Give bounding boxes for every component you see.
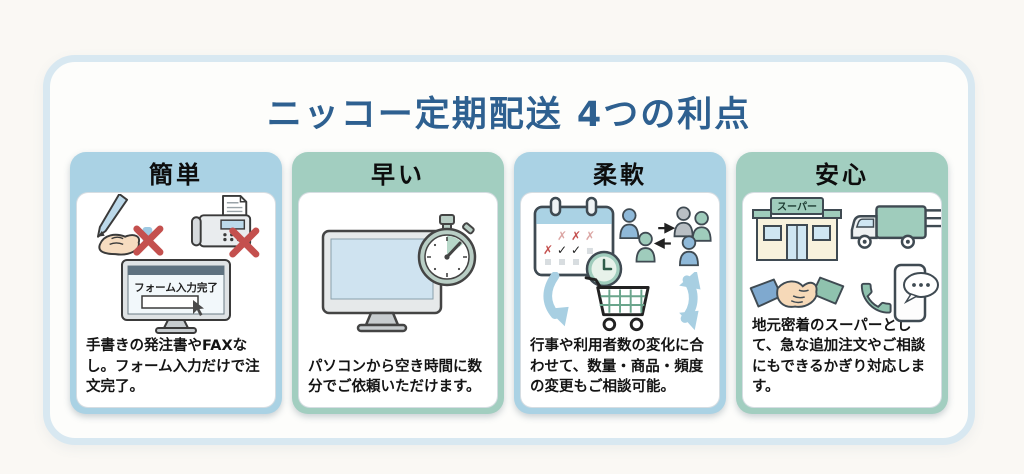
svg-text:✗: ✗ (543, 243, 553, 257)
svg-text:✓: ✓ (557, 243, 567, 257)
card-hayai-description: パソコンから空き時間に数分でご依頼いただけます。 (308, 358, 482, 396)
card-kantan-illustration: フォーム入力完了 (77, 193, 275, 336)
store-sign-label: スーパー (777, 201, 817, 213)
card-anshin-title: 安心 (815, 160, 869, 189)
benefit-cards-row: 簡単 (70, 152, 948, 414)
people-exchange-icon (619, 206, 712, 267)
monitor-form-label: フォーム入力完了 (134, 281, 218, 294)
card-hayai-body: パソコンから空き時間に数分でご依頼いただけます。 (298, 192, 498, 408)
supermarket-icon: スーパー (752, 197, 842, 261)
page-title: ニッコー定期配送 4つの利点 (266, 95, 752, 135)
calendar-clock-icon: ✗✗✗ ✗✓✓▪ (533, 196, 623, 288)
shopping-cart-arrows-icon (543, 272, 701, 332)
svg-text:▪: ▪ (586, 243, 594, 257)
svg-text:✗: ✗ (557, 229, 567, 243)
card-kantan-title: 簡単 (149, 160, 203, 189)
card-hayai-title: 早い (371, 160, 425, 189)
handshake-icon (749, 276, 845, 308)
stopwatch-icon (417, 213, 477, 287)
delivery-truck-icon (850, 205, 941, 249)
shopping-cart-icon (584, 276, 650, 332)
card-junan-description: 行事や利用者数の変化に合わせて、数量・商品・頻度の変更もご相談可能。 (530, 338, 704, 396)
card-junan: 柔軟 ✗✗✗ ✗✓✓▪ (514, 152, 726, 414)
fax-crossed-icon (191, 194, 260, 258)
card-kantan-description: 手書きの発注書やFAXなし。フォーム入力だけで注文完了。 (86, 338, 260, 396)
card-anshin: 安心 スーパー (736, 152, 948, 414)
computer-stopwatch-icon (321, 213, 477, 333)
card-junan-illustration: ✗✗✗ ✗✓✓▪ (521, 193, 719, 336)
handwriting-crossed-icon (97, 193, 164, 256)
benefits-panel: ニッコー定期配送 4つの利点 簡単 (43, 55, 975, 445)
svg-text:✗: ✗ (571, 229, 581, 243)
card-kantan: 簡単 (70, 152, 282, 414)
card-anshin-body: スーパー (742, 192, 942, 408)
card-hayai-illustration (299, 193, 497, 357)
phone-chat-icon (860, 263, 939, 323)
card-anshin-illustration: スーパー (743, 193, 941, 323)
card-kantan-body: フォーム入力完了 手書きの発注書やFAXなし。フォーム入力だけで注文完了。 (76, 192, 276, 408)
svg-text:✗: ✗ (585, 229, 595, 243)
card-junan-title: 柔軟 (593, 160, 647, 189)
card-junan-body: ✗✗✗ ✗✓✓▪ (520, 192, 720, 408)
card-hayai: 早い (292, 152, 504, 414)
card-anshin-description: 地元密着のスーパーとして、急な追加注文やご相談にもできるかぎり対応します。 (752, 317, 926, 396)
order-form-monitor-icon: フォーム入力完了 (121, 258, 231, 334)
svg-text:✓: ✓ (571, 243, 581, 257)
